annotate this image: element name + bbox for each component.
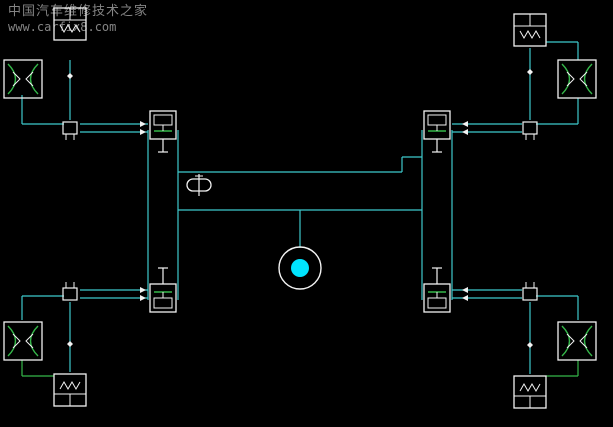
spring-valve-icon [53,7,87,41]
check-valve-icon [522,121,538,141]
wheel-cylinder-icon [149,283,177,313]
spring-valve-icon [513,375,547,409]
pump-icon [278,246,322,290]
brake-pad-icon [557,59,597,99]
flow-arrows [140,121,468,301]
check-valve-icon [62,281,78,301]
wheel-cylinder-icon [423,110,451,140]
junction-markers [67,69,533,348]
brake-pad-icon [557,321,597,361]
green-lines [21,360,579,377]
check-valve-icon [522,281,538,301]
piston-stems [158,139,442,284]
spring-valve-icon [53,373,87,407]
spring-valve-icon [513,13,547,47]
check-valve-icon [62,121,78,141]
brake-pad-icon [3,321,43,361]
reservoir-icon [186,174,212,196]
wheel-cylinder-icon [423,283,451,313]
line-network [21,41,579,374]
brake-pad-icon [3,59,43,99]
wheel-cylinder-icon [149,110,177,140]
